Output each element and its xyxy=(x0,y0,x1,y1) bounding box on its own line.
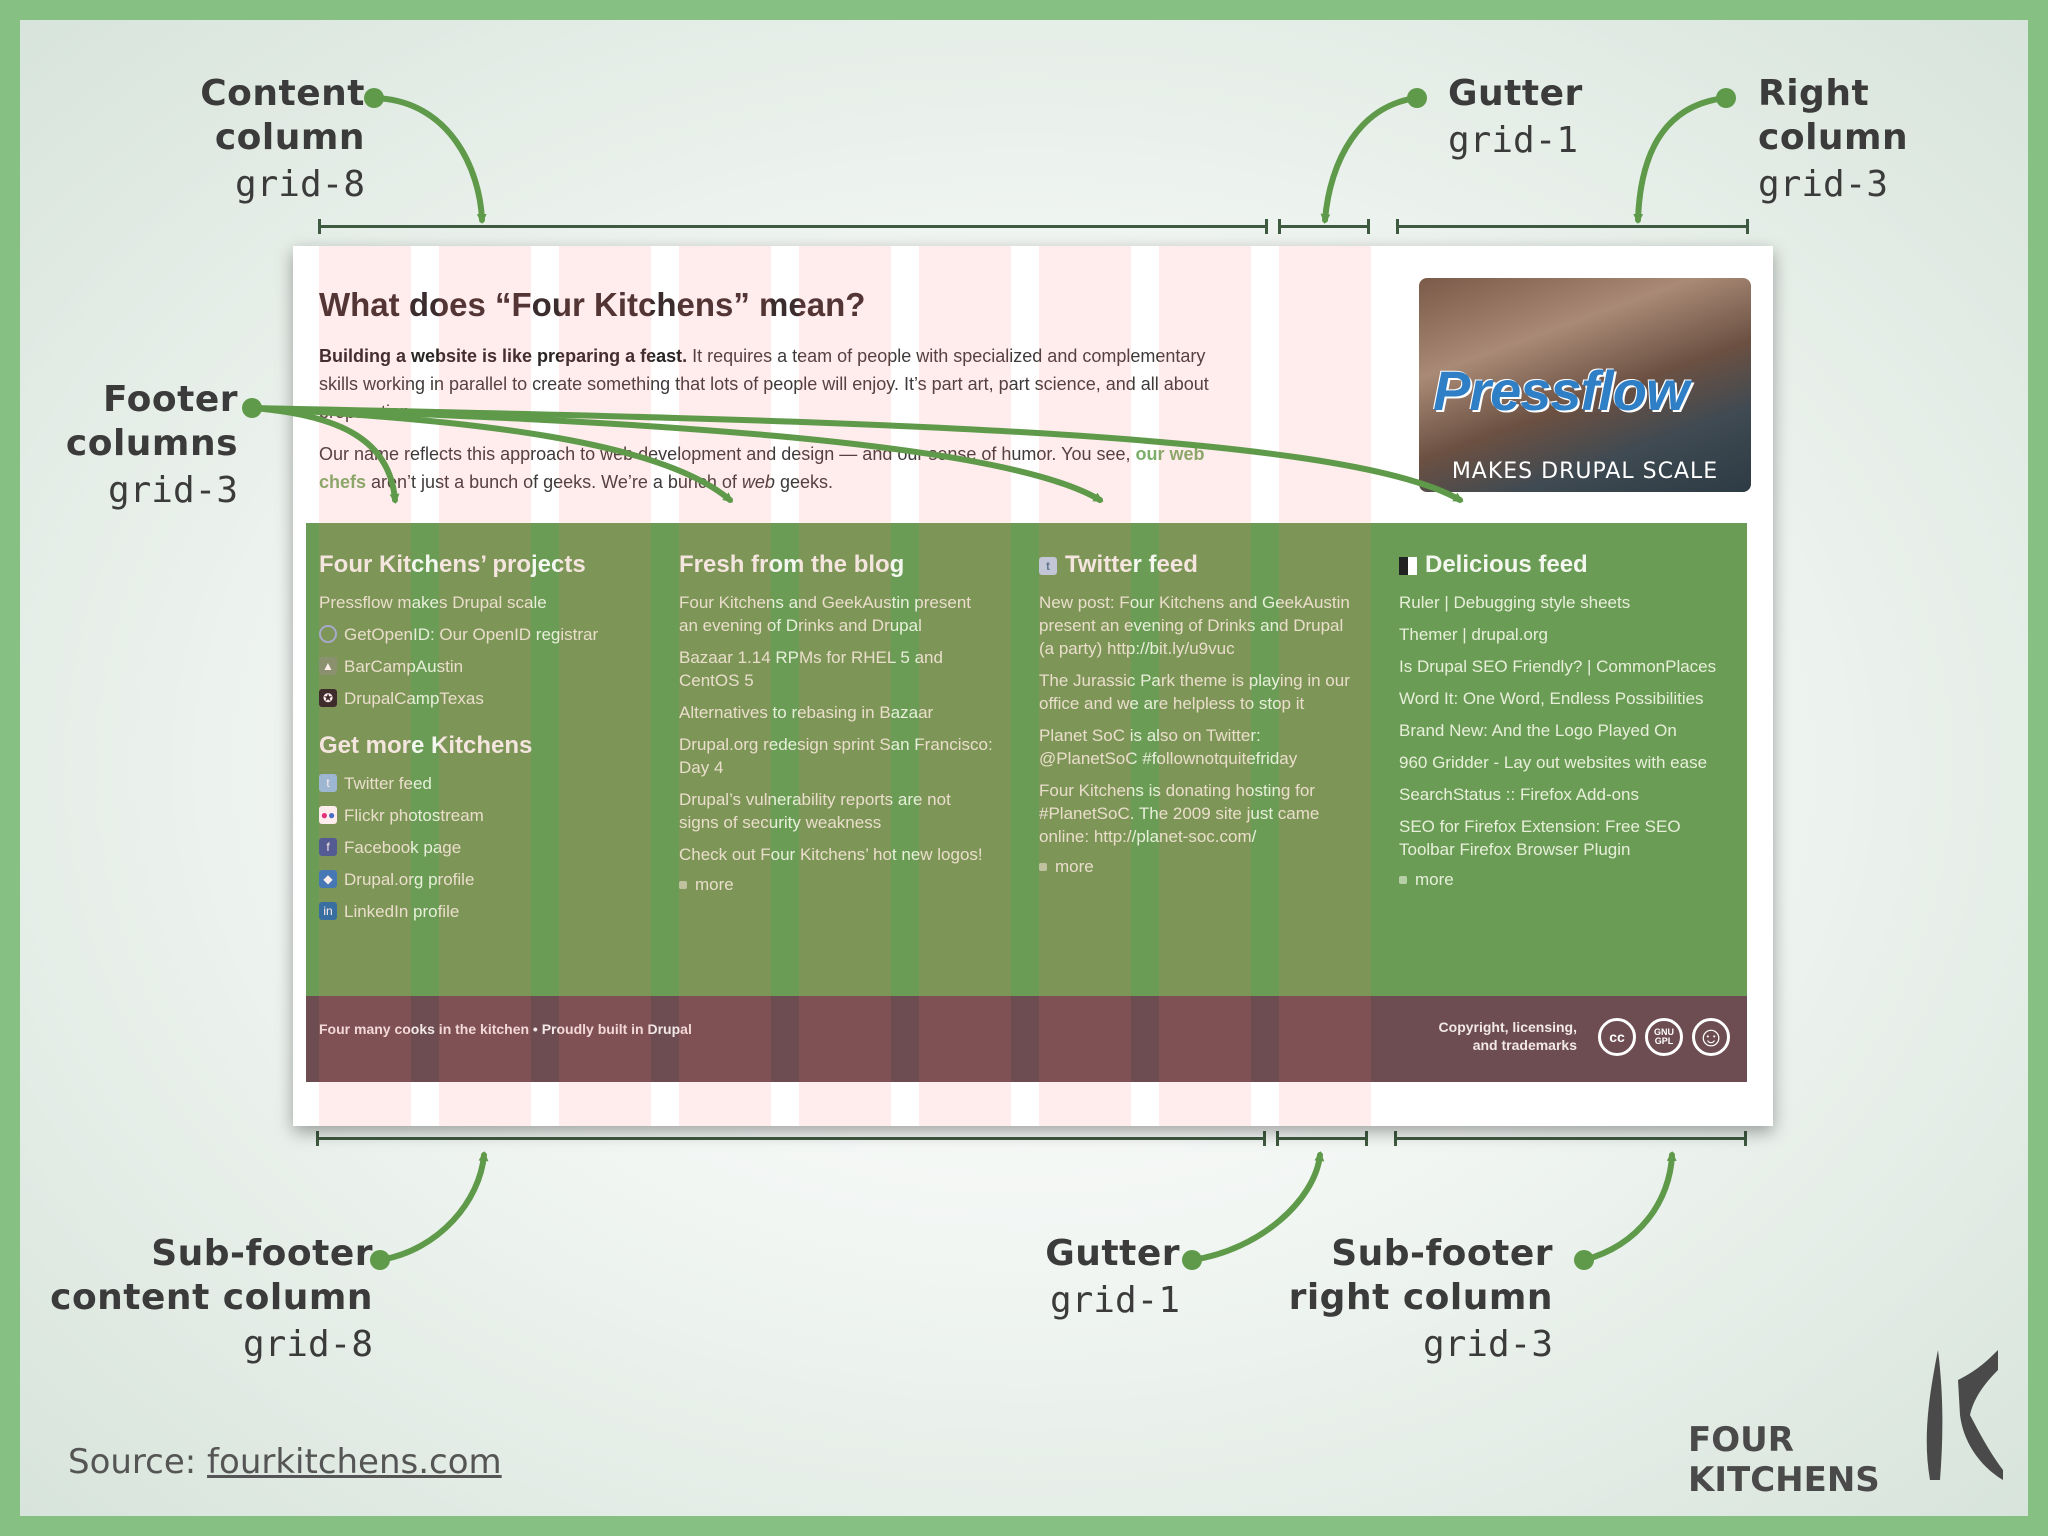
openid-icon xyxy=(319,625,337,643)
arrow-subfooter-right xyxy=(1581,1151,1677,1263)
footer-col-projects: Four Kitchens’ projects Pressflow makes … xyxy=(319,551,649,932)
blog-link[interactable]: Check out Four Kitchens’ hot new logos! xyxy=(679,845,983,864)
facebook-icon: f xyxy=(319,838,337,856)
delicious-more-link[interactable]: more xyxy=(1399,870,1719,890)
intro-paragraph: Building a website is like preparing a f… xyxy=(319,346,1209,422)
barcamp-icon: ▲ xyxy=(319,657,337,675)
drupal-icon: ◆ xyxy=(319,870,337,888)
measure-content-top xyxy=(318,219,1268,234)
flickr-icon: ●● xyxy=(319,806,337,824)
delicious-heading: Delicious feed xyxy=(1399,551,1719,579)
knife-icon xyxy=(1926,1350,2003,1480)
drupalcamp-icon: ✪ xyxy=(319,689,337,707)
subfooter-content-label: Sub-footer content column grid-8 xyxy=(50,1233,373,1365)
bullet-icon xyxy=(1399,876,1407,884)
twitter-icon: t xyxy=(1039,557,1057,575)
footer-columns-label: Footer columns grid-3 xyxy=(65,379,238,511)
bullet-icon xyxy=(679,881,687,889)
gutter-bottom-label: Gutter grid-1 xyxy=(1045,1233,1180,1321)
blog-link[interactable]: Drupal’s vulnerability reports are not s… xyxy=(679,790,951,832)
website-screenshot: What does “Four Kitchens” mean? Building… xyxy=(293,246,1773,1126)
content-column: What does “Four Kitchens” mean? Building… xyxy=(319,286,1249,510)
blog-link[interactable]: Drupal.org redesign sprint San Francisco… xyxy=(679,735,993,777)
arrow-right-column xyxy=(1633,95,1729,224)
project-link[interactable]: Pressflow makes Drupal scale xyxy=(319,593,547,612)
blog-link[interactable]: Alternatives to rebasing in Bazaar xyxy=(679,703,934,722)
twitter-more-link[interactable]: more xyxy=(1039,857,1359,877)
subfooter-right-label: Sub-footer right column grid-3 xyxy=(1288,1233,1553,1365)
project-link[interactable]: ▲BarCampAustin xyxy=(319,655,649,678)
cc-icon[interactable]: cc xyxy=(1598,1018,1636,1056)
bookmark-link[interactable]: Themer | drupal.org xyxy=(1399,625,1548,644)
blog-more-link[interactable]: more xyxy=(679,875,994,895)
measure-gutter-top xyxy=(1278,219,1370,234)
project-link[interactable]: GetOpenID: Our OpenID registrar xyxy=(319,623,649,646)
measure-right-bottom xyxy=(1394,1131,1747,1146)
arrow-content-column xyxy=(371,95,487,224)
bookmark-link[interactable]: 960 Gridder - Lay out websites with ease xyxy=(1399,753,1708,772)
gutter-top-label: Gutter grid-1 xyxy=(1448,73,1583,161)
measure-content-bottom xyxy=(316,1131,1266,1146)
page-heading: What does “Four Kitchens” mean? xyxy=(319,286,866,323)
footer-col-blog: Fresh from the blog Four Kitchens and Ge… xyxy=(679,551,994,895)
pressflow-tagline: MAKES DRUPAL SCALE xyxy=(1451,459,1719,484)
blog-heading: Fresh from the blog xyxy=(679,551,905,578)
pressflow-logo: Pressflow xyxy=(1433,359,1690,422)
copyright-link[interactable]: Copyright, licensing,and trademarks xyxy=(1438,1019,1577,1053)
source-link[interactable]: fourkitchens.com xyxy=(207,1442,502,1482)
tweet[interactable]: The Jurassic Park theme is playing in ou… xyxy=(1039,671,1350,713)
tweet[interactable]: New post: Four Kitchens and GeekAustin p… xyxy=(1039,593,1350,658)
subfooter-tagline: Four many cooks in the kitchen • Proudly… xyxy=(319,1021,692,1037)
subfooter: Four many cooks in the kitchen • Proudly… xyxy=(306,996,1747,1082)
bookmark-link[interactable]: SEO for Firefox Extension: Free SEO Tool… xyxy=(1399,817,1681,859)
projects-heading: Four Kitchens’ projects xyxy=(319,551,586,578)
arrow-subfooter-content xyxy=(377,1151,489,1263)
bookmark-link[interactable]: Ruler | Debugging style sheets xyxy=(1399,593,1631,612)
bullet-icon xyxy=(1039,863,1047,871)
arrow-gutter-top xyxy=(1320,95,1420,224)
right-column-label: Right column grid-3 xyxy=(1758,73,1909,205)
get-more-heading: Get more Kitchens xyxy=(319,732,533,759)
tweet[interactable]: Four Kitchens is donating hosting for #P… xyxy=(1039,781,1320,846)
blog-link[interactable]: Four Kitchens and GeekAustin present an … xyxy=(679,593,971,635)
footer-col-delicious: Delicious feed Ruler | Debugging style s… xyxy=(1399,551,1719,890)
linkedin-icon: in xyxy=(319,902,337,920)
twitter-icon: t xyxy=(319,774,337,792)
bookmark-link[interactable]: Word It: One Word, Endless Possibilities xyxy=(1399,689,1704,708)
bookmark-link[interactable]: Is Drupal SEO Friendly? | CommonPlaces xyxy=(1399,657,1717,676)
social-link[interactable]: ●●Flickr photostream xyxy=(319,806,484,825)
footer: Four Kitchens’ projects Pressflow makes … xyxy=(306,523,1747,996)
name-paragraph: Our name reflects this approach to web d… xyxy=(319,444,1205,492)
project-link[interactable]: ✪DrupalCampTexas xyxy=(319,687,649,710)
bookmark-link[interactable]: SearchStatus :: Firefox Add-ons xyxy=(1399,785,1640,804)
smiley-icon[interactable]: ☺ xyxy=(1692,1018,1730,1056)
blog-link[interactable]: Bazaar 1.14 RPMs for RHEL 5 and CentOS 5 xyxy=(679,648,943,690)
measure-gutter-bottom xyxy=(1276,1131,1368,1146)
bookmark-link[interactable]: Brand New: And the Logo Played On xyxy=(1399,721,1677,740)
gnu-gpl-icon[interactable]: GNU GPL xyxy=(1645,1018,1683,1056)
slide: Content column grid-8 Gutter grid-1 Righ… xyxy=(20,20,2028,1516)
source-credit: Source: fourkitchens.com xyxy=(68,1442,502,1482)
tweet[interactable]: Planet SoC is also on Twitter: @PlanetSo… xyxy=(1039,726,1298,768)
delicious-icon xyxy=(1399,557,1417,575)
measure-right-top xyxy=(1396,219,1749,234)
social-link[interactable]: ◆Drupal.org profile xyxy=(319,868,649,891)
content-column-label: Content column grid-8 xyxy=(200,73,365,205)
pressflow-promo[interactable]: Pressflow MAKES DRUPAL SCALE xyxy=(1419,278,1751,492)
